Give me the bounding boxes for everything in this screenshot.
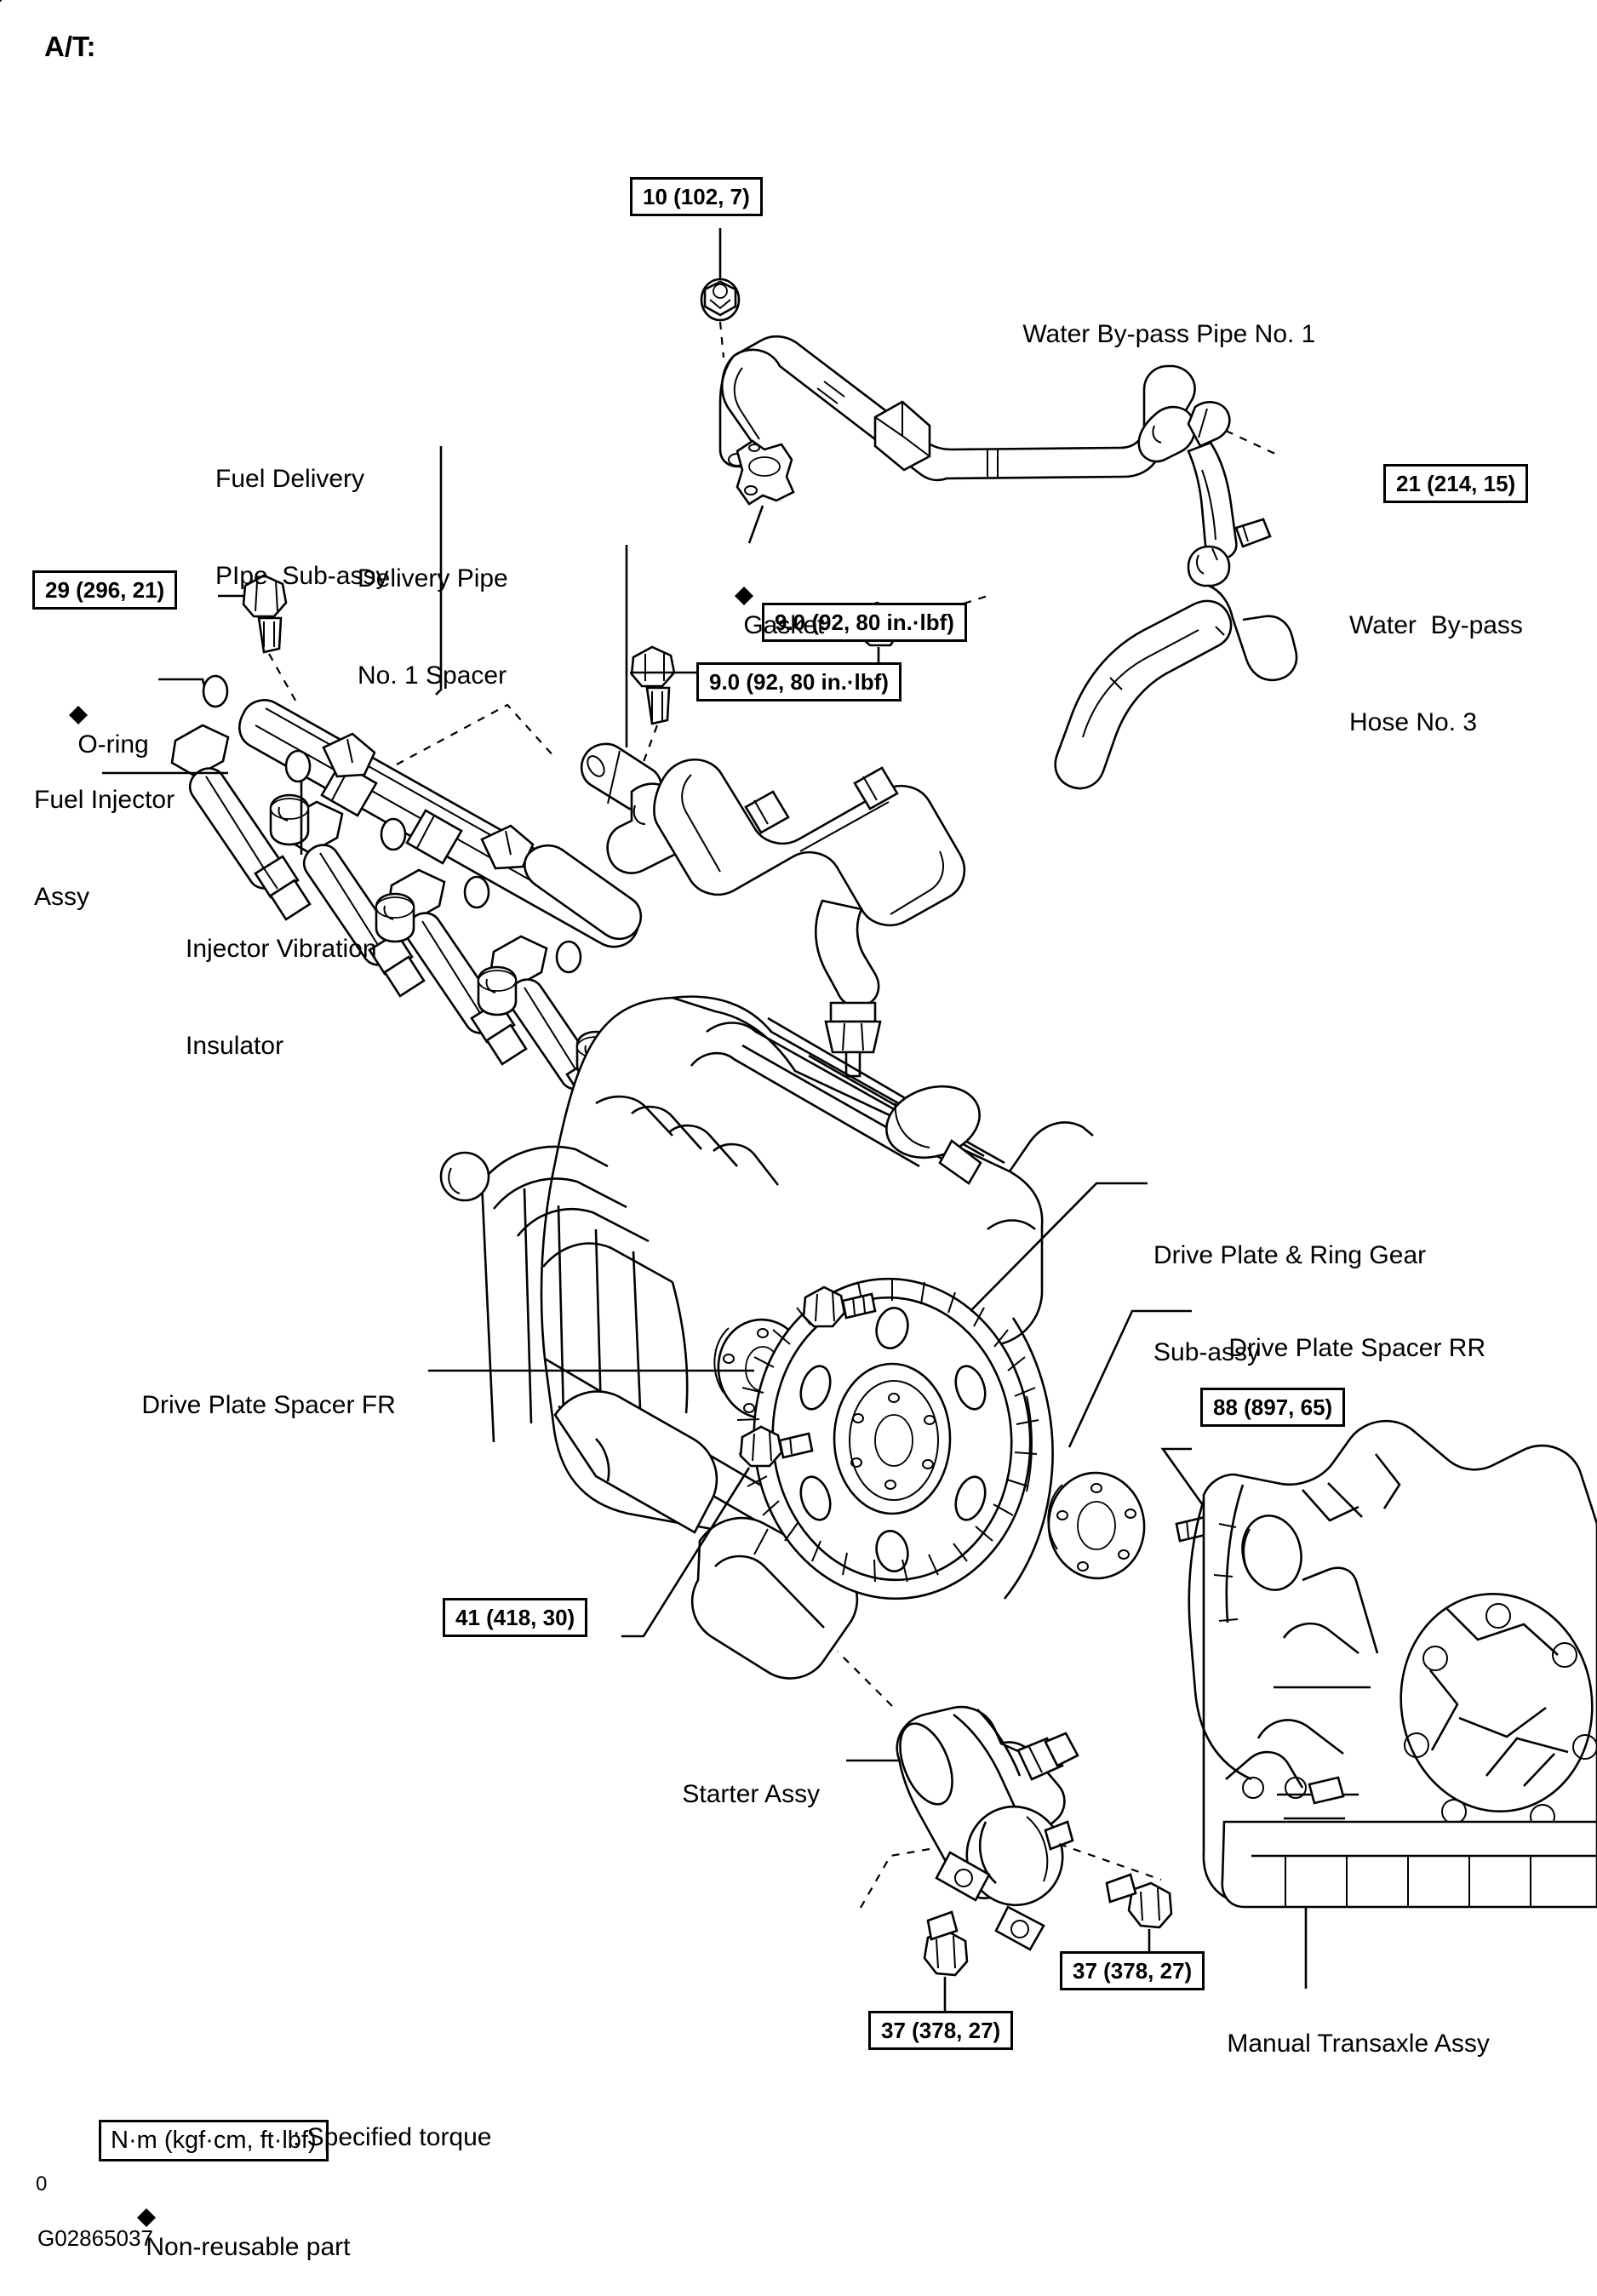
legend-torque-caption: : Specified torque (293, 2123, 492, 2151)
label-line: Hose No. 3 (1349, 708, 1478, 736)
nut-top (700, 278, 741, 322)
label-fuel-delivery-pipe-sub-assy: Fuel Delivery PIpe Sub-assy (215, 398, 388, 657)
label-line: Drive Plate Spacer RR (1228, 1334, 1486, 1362)
label-delivery-pipe-no1-spacer: Delivery Pipe No. 1 Spacer (358, 498, 508, 757)
pipe-right-end (1137, 401, 1278, 587)
legend-non-reusable: Non-reusable part (109, 2167, 350, 2296)
water-bypass-hose-no3 (1054, 584, 1298, 790)
label-line: Insulator (186, 1032, 284, 1060)
label-line: Sub-assy (1153, 1338, 1261, 1366)
drive-plate-spacer-fr (713, 1318, 809, 1420)
label-drive-plate-spacer-rr: Drive Plate Spacer RR (1200, 1300, 1485, 1397)
label-line: Water By-pass (1349, 611, 1523, 639)
label-line: PIpe Sub-assy (215, 562, 389, 590)
non-reusable-diamond-icon (735, 577, 754, 605)
bolt-fuel-pipe-clamp (630, 645, 696, 794)
legend-line: Non-reusable part (146, 2233, 351, 2261)
label-line: No. 1 Spacer (358, 661, 507, 690)
label-line: Fuel Injector (34, 786, 175, 814)
label-line: Injector Vibration (186, 935, 377, 963)
legend-torque-unit-box: N·m (kgf·cm, ft·lbf) (99, 2120, 329, 2161)
label-water-bypass-hose-no3: Water By-pass Hose No. 3 (1349, 545, 1523, 804)
bolt-starter-left (923, 1910, 969, 2014)
bolt-starter-right (1105, 1873, 1173, 1955)
label-drive-plate-and-ring-gear-sub-assy: Drive Plate & Ring Gear Sub-assy (1153, 1175, 1426, 1434)
bolt-drive-plate-lower (621, 1425, 814, 1638)
label-o-ring: O-ring (41, 664, 149, 793)
bolt-drive-plate-spacer-rr (1160, 1447, 1248, 1551)
starter-assy (837, 1651, 1162, 1951)
torque-box-9-upper: 9.0 (92, 80 in.·lbf) (762, 603, 967, 642)
stray-zero-mark: 0 (36, 2173, 48, 2196)
label-line: Manual Transaxle Assy (1227, 2030, 1490, 2058)
label-manual-transaxle-assy: Manual Transaxle Assy (1199, 1995, 1490, 2093)
label-line: Drive Plate Spacer FR (141, 1391, 396, 1419)
bolt-drive-plate-upper (802, 1285, 877, 1328)
non-reusable-diamond-icon (69, 696, 89, 724)
engine-block (439, 995, 1094, 1680)
drive-plate-and-ring-gear-sub-assy (736, 1182, 1148, 1600)
gasket-part (736, 439, 795, 544)
label-line: Assy (34, 883, 90, 911)
torque-box-9-lower: 9.0 (92, 80 in.·lbf) (696, 662, 902, 701)
fuel-hose-run (524, 759, 966, 1078)
label-injector-vibration-insulator: Injector Vibration Insulator (186, 868, 377, 1127)
label-gasket: Gasket (707, 545, 824, 674)
label-line: Water By-pass Pipe No. 1 (1022, 320, 1316, 348)
torque-box-37-right: 37 (378, 27) (1060, 1951, 1205, 1990)
label-water-bypass-pipe-no1: Water By-pass Pipe No. 1 (994, 286, 1315, 383)
non-reusable-diamond-icon (137, 2199, 157, 2227)
label-fuel-injector-assy: Fuel Injector Assy (34, 719, 175, 978)
label-starter-assy: Starter Assy (654, 1746, 820, 1843)
label-line: Delivery Pipe (358, 564, 508, 593)
label-line: Drive Plate & Ring Gear (1153, 1241, 1427, 1269)
label-line: Gasket (743, 611, 825, 639)
label-line: O-ring (77, 730, 149, 759)
torque-box-88: 88 (897, 65) (1200, 1388, 1346, 1427)
section-title: A/T: (44, 31, 96, 62)
torque-box-21: 21 (214, 15) (1383, 464, 1529, 503)
torque-box-41: 41 (418, 30) (443, 1598, 588, 1637)
torque-box-10: 10 (102, 7) (630, 177, 763, 216)
label-line: Fuel Delivery (215, 465, 365, 493)
figure-code: G02865037 (37, 2225, 153, 2251)
label-line: Starter Assy (682, 1780, 821, 1808)
torque-box-37-left: 37 (378, 27) (868, 2011, 1014, 2050)
label-drive-plate-spacer-fr: Drive Plate Spacer FR (113, 1357, 396, 1454)
torque-box-29: 29 (296, 21) (32, 570, 178, 610)
